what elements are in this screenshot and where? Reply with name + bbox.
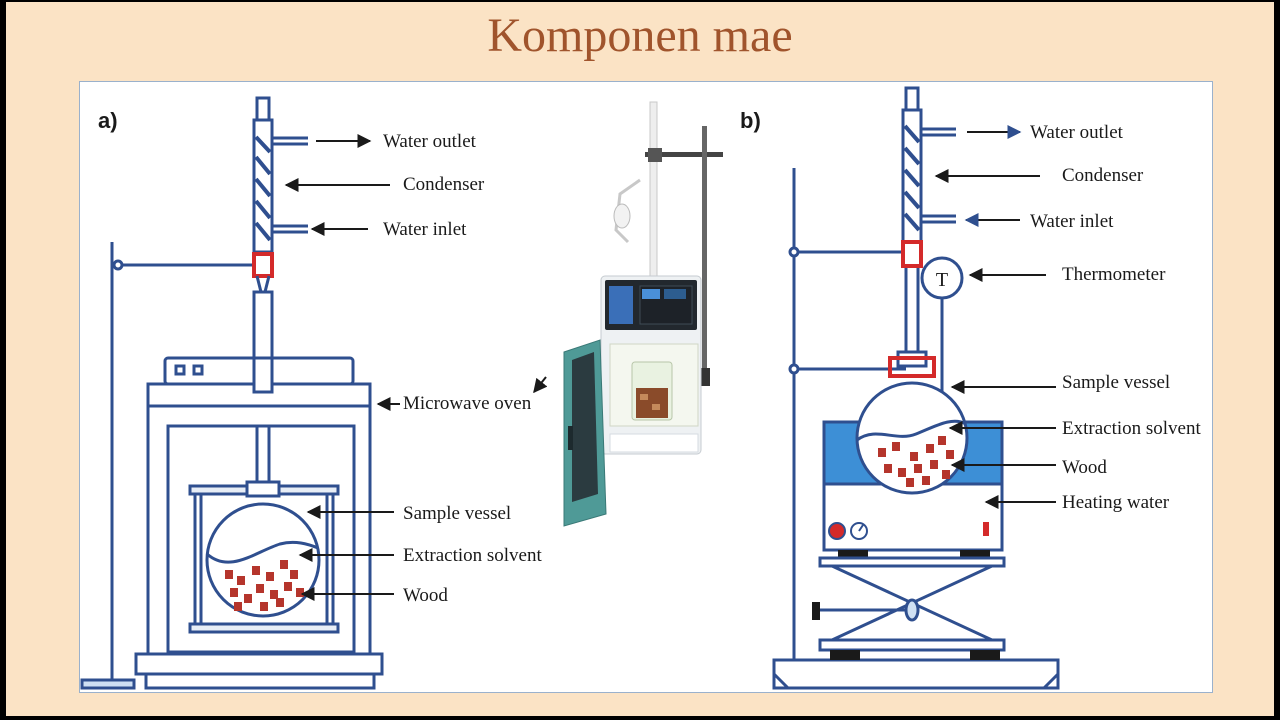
- sample-vessel-b: [855, 381, 969, 495]
- label-extraction-solvent-b: Extraction solvent: [1062, 418, 1201, 439]
- label-heating-water: Heating water: [1062, 492, 1170, 513]
- label-thermometer: Thermometer: [1062, 264, 1166, 285]
- retort-stand-b: [772, 168, 1060, 690]
- label-wood-a: Wood: [403, 585, 448, 606]
- panel-a-tag: a): [98, 108, 118, 133]
- label-water-outlet-a: Water outlet: [383, 131, 477, 152]
- panel-b: b): [740, 86, 1201, 690]
- label-condenser-a: Condenser: [403, 174, 485, 195]
- panel-a: a): [80, 96, 542, 690]
- label-condenser-b: Condenser: [1062, 165, 1144, 186]
- slide-title: Komponen mae: [487, 9, 793, 62]
- figure-panel: a): [79, 81, 1213, 693]
- figure-diagram: a): [80, 86, 1201, 690]
- clamp-b-upper: [901, 240, 923, 268]
- label-extraction-solvent-a: Extraction solvent: [403, 545, 542, 566]
- slide: Komponen mae a): [6, 2, 1274, 716]
- arrows-b: [934, 125, 1056, 509]
- panel-b-tag: b): [740, 108, 761, 133]
- retort-stand-a: [80, 242, 255, 690]
- thermometer-symbol: T: [936, 269, 948, 291]
- wood-pieces-a: [225, 560, 304, 611]
- condenser-b: [896, 86, 956, 368]
- label-water-inlet-b: Water inlet: [1030, 211, 1114, 232]
- microwave-device-photo: [533, 101, 723, 527]
- wood-pieces-b: [878, 436, 954, 487]
- hot-plate-b: [822, 482, 1004, 558]
- clamp-a: [252, 252, 274, 278]
- label-sample-vessel-b: Sample vessel: [1062, 372, 1170, 393]
- label-microwave-oven: Microwave oven: [403, 393, 532, 414]
- label-water-inlet-a: Water inlet: [383, 219, 467, 240]
- label-sample-vessel-a: Sample vessel: [403, 503, 511, 524]
- microwave-oven-shape: [134, 356, 384, 690]
- label-wood-b: Wood: [1062, 457, 1107, 478]
- condenser-a: [252, 96, 308, 394]
- lab-jack-b: [812, 556, 1006, 660]
- clamp-b-lower: [888, 356, 936, 378]
- tube-joint-a: [255, 275, 271, 294]
- arrows-a: [284, 134, 400, 601]
- label-water-outlet-b: Water outlet: [1030, 122, 1124, 143]
